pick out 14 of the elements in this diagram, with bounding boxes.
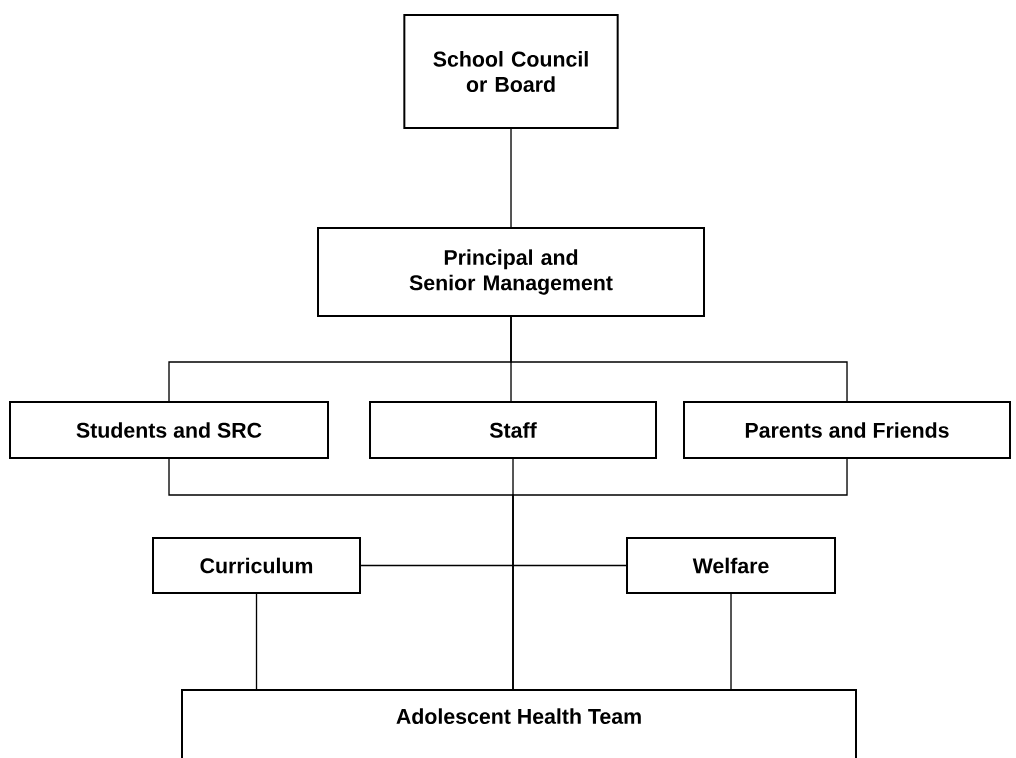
connector-line [255,593,258,691]
org-box: Parents and Friends [683,401,1011,459]
org-box: Students and SRC [9,401,329,459]
connector-line [360,564,627,567]
team-box: Adolescent Health Team [181,689,857,758]
org-box: School Council or Board [403,14,619,129]
connector-line [510,316,848,402]
org-box: Curriculum [152,537,361,594]
connector-line [512,458,848,691]
org-box: Principal and Senior Management [317,227,705,317]
org-box: Welfare [626,537,836,594]
connector-line [510,128,512,229]
org-box: Staff [369,401,657,459]
connector-line [730,593,732,691]
